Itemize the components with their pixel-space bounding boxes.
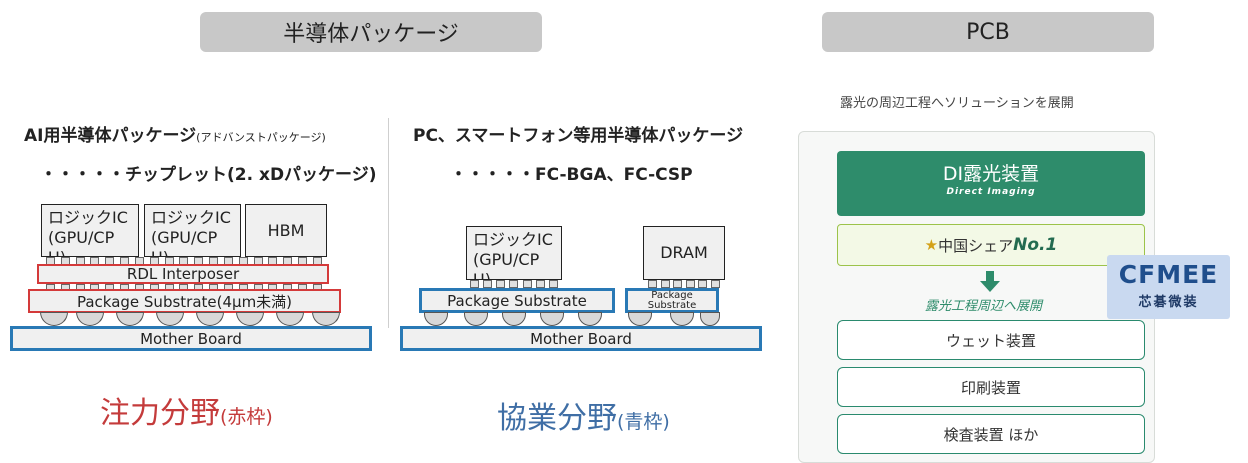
printing-equipment-label: 印刷装置 <box>960 378 1021 397</box>
pcb-caption: 露光の周辺工程へソリューションを展開 <box>840 96 1074 111</box>
expand-text: 露光工程周辺へ展開 <box>925 299 1043 314</box>
ai-mother-board: Mother Board <box>10 326 372 351</box>
china-share-box: ★ 中国シェア No.1 <box>837 224 1145 266</box>
ai-package-title: AI用半導体パッケージ(アドバンストパッケージ) <box>24 121 384 146</box>
ai-package-title-note: (アドバンストパッケージ) <box>196 131 326 144</box>
focus-area-label: 注力分野(赤枠) <box>100 388 273 432</box>
logic-ic-chip-2: ロジックIC (GPU/CP U) <box>144 204 241 257</box>
fc-subtitle: ・・・・・FC-BGA、FC-CSP <box>450 165 693 185</box>
rdl-interposer-label: RDL Interposer <box>126 265 240 283</box>
ai-package-substrate: Package Substrate(4μm未満) <box>28 289 341 313</box>
ai-solder-balls <box>40 312 340 328</box>
cfmee-logo-sub: 芯碁微装 <box>1138 295 1199 310</box>
pc-mother-board: Mother Board <box>400 326 762 351</box>
printing-equipment-box: 印刷装置 <box>837 367 1145 407</box>
pc-package-title: PC、スマートフォン等用半導体パッケージ <box>413 126 744 146</box>
dram-chip: DRAM <box>643 226 725 280</box>
china-share-rank: No.1 <box>1013 235 1058 255</box>
dram-package-substrate-label: Package Substrate <box>647 289 697 311</box>
focus-area-text: 注力分野 <box>100 396 220 431</box>
wet-equipment-label: ウェット装置 <box>945 331 1036 350</box>
ai-package-title-text: AI用半導体パッケージ <box>24 126 197 146</box>
di-exposure-box: DI露光装置 Direct Imaging <box>837 151 1145 216</box>
cfmee-logo: CFMEE 芯碁微装 <box>1107 255 1230 319</box>
pcb-header: PCB <box>822 12 1154 52</box>
dram-bumps <box>648 280 720 289</box>
inspection-equipment-box: 検査装置 ほか <box>837 414 1145 454</box>
logic-bumps <box>470 280 558 289</box>
pc-solder-balls <box>424 312 724 328</box>
ai-package-substrate-label: Package Substrate(4μm未満) <box>76 292 293 311</box>
cfmee-logo-brand: CFMEE <box>1118 260 1219 289</box>
logic-ic-chip-3: ロジックIC (GPU/CP U) <box>466 226 562 280</box>
package-header-label: 半導体パッケージ <box>283 22 459 47</box>
cooperation-area-label: 協業分野(青枠) <box>497 393 670 437</box>
hbm-chip: HBM <box>245 204 327 257</box>
focus-area-note: (赤枠) <box>220 406 273 428</box>
china-share-text: 中国シェア <box>938 236 1014 255</box>
rdl-interposer: RDL Interposer <box>37 264 329 284</box>
section-divider <box>388 118 389 328</box>
chiplet-subtitle: ・・・・・チップレット(2. xDパッケージ) <box>40 165 377 185</box>
pc-mother-board-label: Mother Board <box>530 329 632 348</box>
cooperation-area-text: 協業分野 <box>497 401 617 436</box>
pc-package-substrate: Package Substrate <box>419 288 615 313</box>
pcb-header-label: PCB <box>966 19 1010 45</box>
wet-equipment-box: ウェット装置 <box>837 320 1145 360</box>
cooperation-area-note: (青枠) <box>617 411 670 433</box>
di-exposure-subtitle: Direct Imaging <box>946 187 1036 197</box>
inspection-equipment-label: 検査装置 ほか <box>943 425 1039 444</box>
ai-mother-board-label: Mother Board <box>140 329 242 348</box>
dram-package-substrate: Package Substrate <box>625 288 719 313</box>
star-icon: ★ <box>924 236 939 254</box>
di-exposure-title: DI露光装置 <box>942 163 1040 185</box>
pc-package-substrate-label: Package Substrate <box>447 291 587 310</box>
package-header: 半導体パッケージ <box>200 12 542 52</box>
logic-ic-chip-1: ロジックIC (GPU/CP U) <box>41 204 139 257</box>
down-arrow-icon <box>980 271 1000 293</box>
